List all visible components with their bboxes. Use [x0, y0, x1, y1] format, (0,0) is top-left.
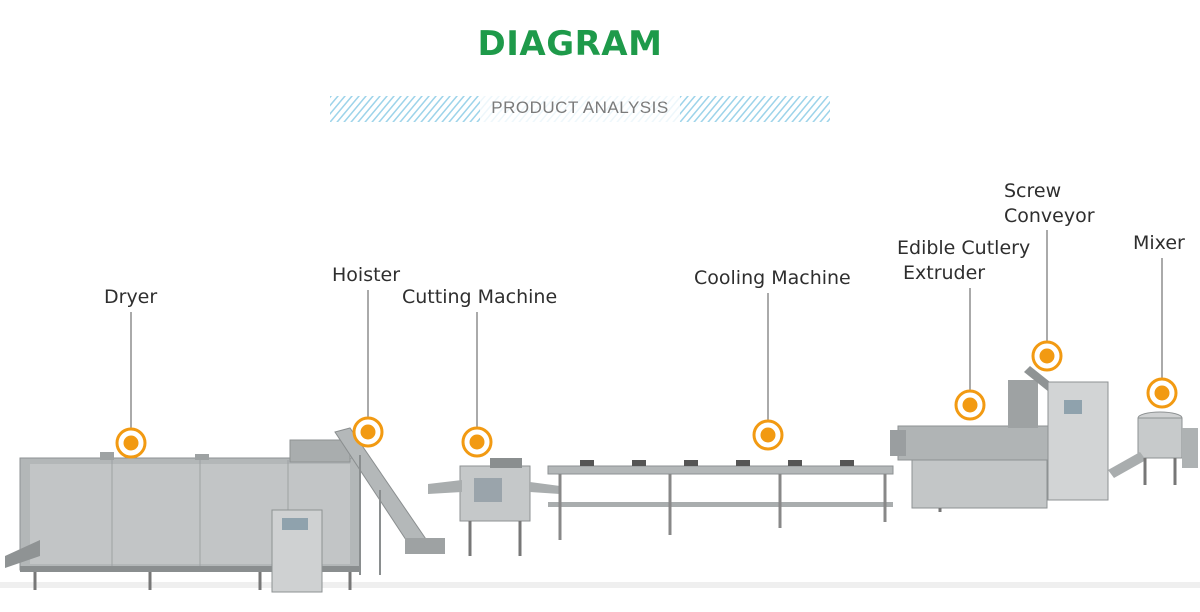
label-cooling-machine: Cooling Machine: [694, 266, 851, 291]
hoister-machine: [334, 427, 445, 575]
label-cutting-line-1: Cutting Machine: [402, 286, 558, 308]
cooling-conveyor: [547, 460, 894, 540]
subtitle-banner: PRODUCT ANALYSIS: [330, 96, 830, 122]
marker-mixer-icon[interactable]: [1146, 377, 1178, 409]
label-cooling-line-1: Cooling Machine: [694, 267, 851, 289]
dryer-machine: [5, 439, 361, 593]
label-hoister-line-1: Hoister: [332, 264, 401, 286]
label-cutting-machine: Cutting Machine: [402, 285, 557, 310]
label-screw-line-2: Conveyor: [1004, 205, 1095, 227]
label-mixer-line-1: Mixer: [1133, 232, 1185, 254]
label-extruder-line-1: Edible Cutlery: [897, 237, 1031, 259]
label-mixer: Mixer: [1133, 231, 1185, 256]
marker-cooling-icon[interactable]: [752, 419, 784, 451]
cutting-machine: [428, 458, 560, 556]
label-hoister: Hoister: [332, 263, 400, 288]
mixer-machine: [1108, 411, 1198, 485]
label-extruder: Edible Cutlery Extruder: [897, 236, 1030, 286]
extruder-machine: [890, 380, 1049, 512]
leader-lines: [130, 230, 1163, 429]
label-dryer-line-1: Dryer: [104, 286, 158, 308]
marker-dryer-icon[interactable]: [115, 427, 147, 459]
label-screw-conveyor: Screw Conveyor: [1004, 179, 1095, 229]
page-subtitle: PRODUCT ANALYSIS: [491, 98, 669, 117]
floor-shadow: [0, 582, 1200, 588]
marker-group: [115, 340, 1178, 459]
screw-conveyor: [1024, 366, 1109, 501]
marker-screw-icon[interactable]: [1031, 340, 1063, 372]
hatch-stripes: [330, 96, 830, 122]
page-title: DIAGRAM: [477, 24, 663, 64]
label-dryer: Dryer: [104, 285, 157, 310]
label-extruder-line-2: Extruder: [903, 262, 986, 284]
label-screw-line-1: Screw: [1004, 180, 1062, 202]
marker-cutting-icon[interactable]: [461, 426, 493, 458]
marker-extruder-icon[interactable]: [954, 389, 986, 421]
marker-hoister-icon[interactable]: [352, 416, 384, 448]
